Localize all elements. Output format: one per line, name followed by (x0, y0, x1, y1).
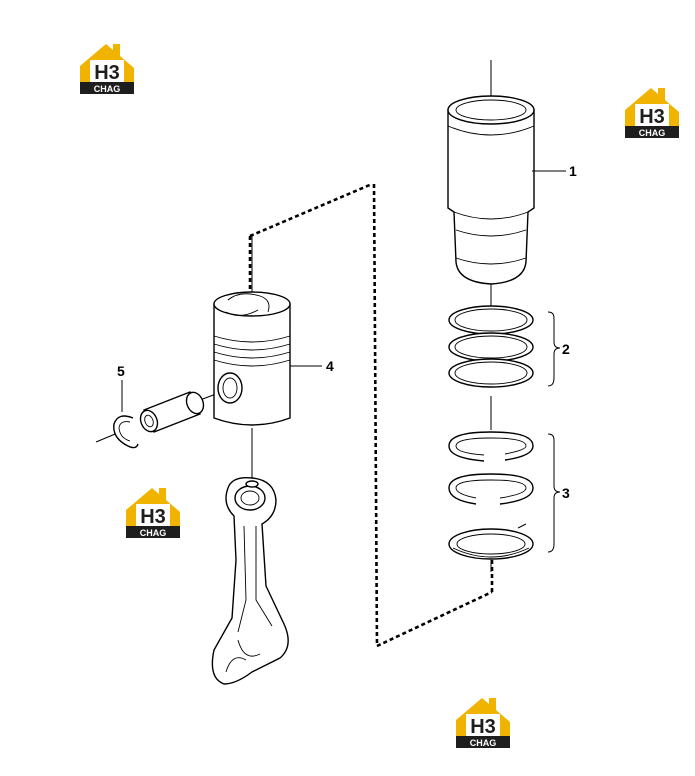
logo-sub-text: CHAG (94, 84, 121, 94)
brand-logo: H3 CHAG (80, 44, 134, 94)
callout-2: 2 (562, 341, 570, 357)
connecting-rod (211, 477, 289, 685)
logo-main-text: H3 (140, 506, 166, 528)
snap-ring (113, 415, 139, 449)
brand-logo: H3 CHAG (625, 88, 679, 138)
cylinder-liner (447, 95, 535, 285)
callout-1: 1 (569, 163, 577, 179)
logo-main-text: H3 (94, 62, 120, 84)
callout-5: 5 (117, 363, 125, 379)
logo-sub-text: CHAG (140, 528, 167, 538)
logo-main-text: H3 (639, 106, 665, 128)
brand-logo: H3 CHAG (126, 488, 180, 538)
callout-4: 4 (326, 358, 334, 374)
leader-lines (121, 170, 566, 553)
logo-sub-text: CHAG (470, 738, 497, 748)
logo-main-text: H3 (470, 716, 496, 738)
oil-ring-set (448, 431, 534, 560)
brand-logo: H3 CHAG (456, 698, 510, 748)
piston (213, 291, 291, 426)
compression-ring-set (448, 305, 534, 388)
callout-3: 3 (562, 485, 570, 501)
piston-pin (139, 391, 205, 433)
logo-sub-text: CHAG (639, 128, 666, 138)
